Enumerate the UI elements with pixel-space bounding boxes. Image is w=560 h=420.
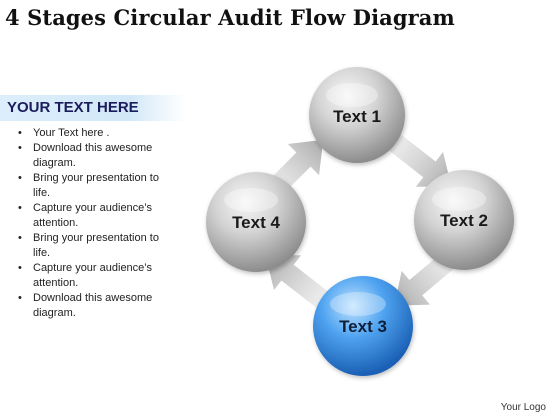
bullet-item: Your Text here . [18, 126, 178, 141]
bullet-item: Capture your audience’s attention. [18, 201, 178, 231]
logo-text: Your Logo [500, 402, 546, 413]
bullet-item: Bring your presentation to life. [18, 171, 178, 201]
stage-2-node [414, 170, 514, 270]
stage-1-label: Text 1 [333, 107, 381, 126]
bullet-list: Your Text here . Download this awesome d… [18, 126, 178, 321]
stage-2-label: Text 2 [440, 211, 488, 230]
bullet-item: Bring your presentation to life. [18, 231, 178, 261]
bullet-item: Capture your audience’s attention. [18, 261, 178, 291]
stage-1-node [309, 67, 405, 163]
banner-heading: YOUR TEXT HERE [7, 99, 139, 116]
text-banner: YOUR TEXT HERE [0, 95, 185, 121]
bullet-item: Download this awesome diagram. [18, 141, 178, 171]
page-title: 4 Stages Circular Audit Flow Diagram [5, 5, 455, 30]
bullet-item: Download this awesome diagram. [18, 291, 178, 321]
stage-4-label: Text 4 [232, 213, 280, 232]
stage-3-node [313, 276, 413, 376]
stage-4-node [206, 172, 306, 272]
stage-3-label: Text 3 [339, 317, 387, 336]
